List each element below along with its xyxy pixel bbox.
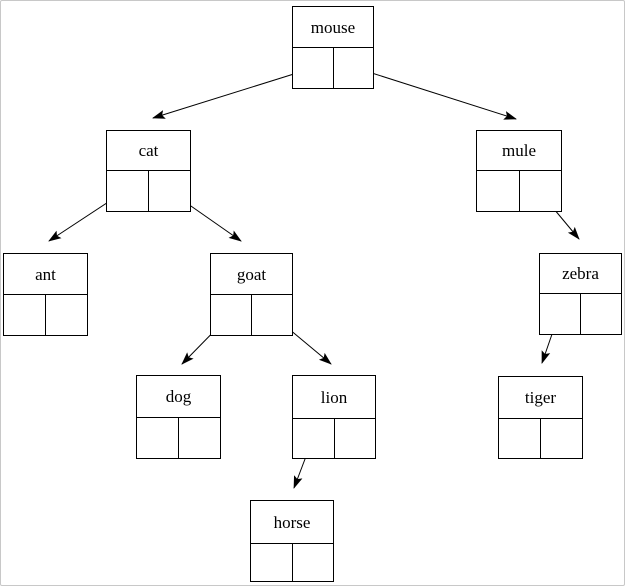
node-pointer-row-tiger <box>499 419 582 458</box>
node-label-lion: lion <box>293 376 375 419</box>
node-label-horse: horse <box>251 501 333 544</box>
left-pointer-cell-tiger <box>499 419 541 458</box>
left-pointer-cell-zebra <box>540 294 581 334</box>
node-label-goat: goat <box>211 254 292 295</box>
left-pointer-cell-dog <box>137 418 179 458</box>
node-label-dog: dog <box>137 376 220 418</box>
right-pointer-cell-tiger <box>541 419 582 458</box>
node-pointer-row-mouse <box>293 48 373 88</box>
right-pointer-cell-cat <box>149 171 190 211</box>
left-pointer-cell-cat <box>107 171 149 211</box>
tree-node-zebra: zebra <box>539 253 622 335</box>
tree-node-lion: lion <box>292 375 376 459</box>
node-pointer-row-dog <box>137 418 220 458</box>
tree-node-tiger: tiger <box>498 376 583 459</box>
right-pointer-cell-horse <box>293 544 334 581</box>
right-pointer-cell-ant <box>46 295 87 335</box>
tree-node-mule: mule <box>476 130 562 212</box>
node-pointer-row-lion <box>293 419 375 458</box>
node-label-cat: cat <box>107 131 190 171</box>
right-pointer-cell-zebra <box>581 294 621 334</box>
tree-node-mouse: mouse <box>292 6 374 89</box>
right-pointer-cell-lion <box>335 419 376 458</box>
left-pointer-cell-ant <box>4 295 46 335</box>
tree-node-cat: cat <box>106 130 191 212</box>
node-label-zebra: zebra <box>540 254 621 294</box>
node-label-ant: ant <box>4 254 87 295</box>
node-pointer-row-ant <box>4 295 87 335</box>
left-pointer-cell-lion <box>293 419 335 458</box>
node-label-mouse: mouse <box>293 7 373 48</box>
node-pointer-row-goat <box>211 295 292 335</box>
left-pointer-cell-horse <box>251 544 293 581</box>
node-pointer-row-cat <box>107 171 190 211</box>
left-pointer-cell-goat <box>211 295 252 335</box>
right-pointer-cell-mule <box>520 171 562 211</box>
right-pointer-cell-mouse <box>334 48 374 88</box>
right-pointer-cell-dog <box>179 418 220 458</box>
node-label-mule: mule <box>477 131 561 171</box>
left-pointer-cell-mule <box>477 171 520 211</box>
tree-node-ant: ant <box>3 253 88 336</box>
edge-mouse-cat <box>152 67 314 119</box>
tree-node-dog: dog <box>136 375 221 459</box>
right-pointer-cell-goat <box>252 295 292 335</box>
tree-node-horse: horse <box>250 500 334 582</box>
node-label-tiger: tiger <box>499 377 582 419</box>
tree-node-goat: goat <box>210 253 293 336</box>
left-pointer-cell-mouse <box>293 48 334 88</box>
node-pointer-row-zebra <box>540 294 621 334</box>
node-pointer-row-mule <box>477 171 561 211</box>
edge-mouse-mule <box>352 66 517 120</box>
node-pointer-row-horse <box>251 544 333 581</box>
